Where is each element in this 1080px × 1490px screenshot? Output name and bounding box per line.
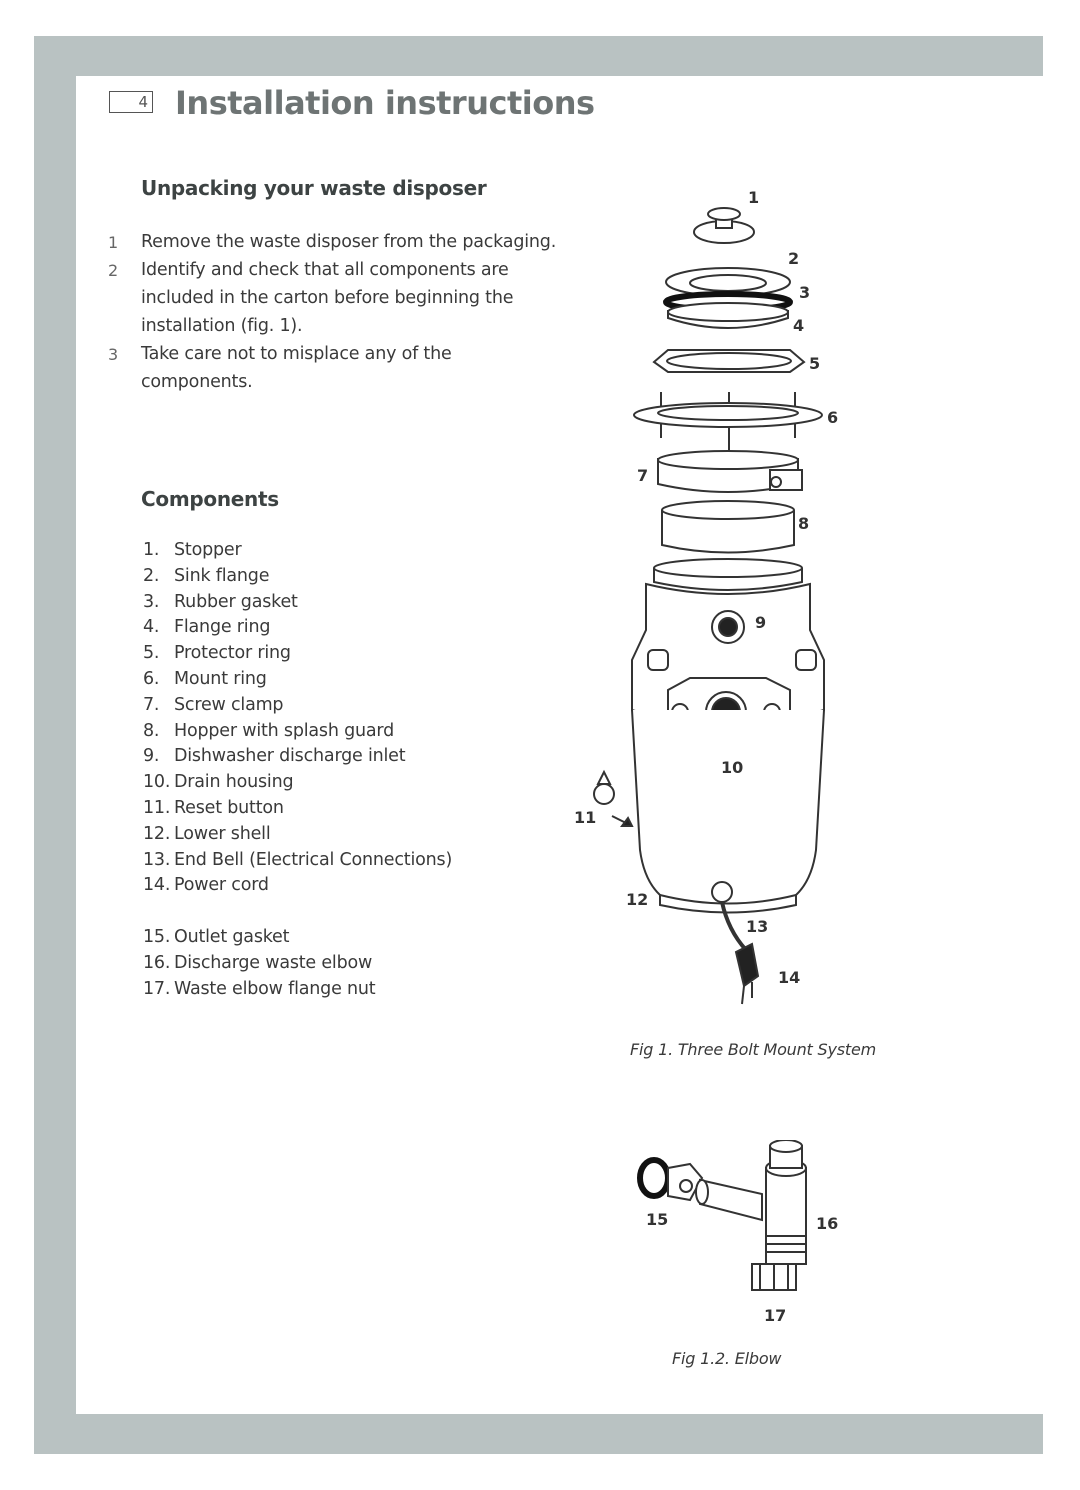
item-number: 12.: [143, 823, 171, 844]
item-number: 17.: [143, 978, 171, 999]
list-item: 11.Reset button: [143, 796, 523, 822]
item-number: 7.: [143, 694, 160, 715]
list-item: 17.Waste elbow flange nut: [143, 977, 523, 1003]
list-item: 15.Outlet gasket: [143, 925, 523, 951]
item-number: 11.: [143, 797, 171, 818]
figure-1-caption: Fig 1. Three Bolt Mount System: [630, 1040, 876, 1059]
step-text: Take care not to misplace any of the com…: [141, 344, 452, 392]
callout-15: 15: [646, 1210, 669, 1229]
list-item: 2. Sink flange: [143, 564, 523, 590]
item-label: Power cord: [174, 875, 269, 896]
item-number: 6.: [143, 668, 160, 689]
item-number: 8.: [143, 720, 160, 741]
callout-10: 10: [721, 758, 744, 777]
figure-2-caption: Fig 1.2. Elbow: [672, 1349, 782, 1368]
item-label: Flange ring: [174, 617, 271, 638]
item-number: 13.: [143, 849, 171, 870]
list-item: 12.Lower shell: [143, 822, 523, 848]
list-item: 1. Stopper: [143, 538, 523, 564]
item-number: 2.: [143, 565, 160, 586]
three-bolt-mount-diagram: [593, 207, 825, 1005]
item-label: Rubber gasket: [174, 591, 298, 612]
item-number: 14.: [143, 875, 171, 896]
callout-4: 4: [793, 316, 805, 335]
item-number: 16.: [143, 952, 171, 973]
item-number: 15.: [143, 927, 171, 948]
callout-3: 3: [799, 283, 811, 302]
item-label: Discharge waste elbow: [174, 952, 373, 973]
step-number: 2: [108, 261, 119, 280]
callout-13: 13: [746, 917, 769, 936]
callout-7: 7: [637, 466, 649, 485]
item-number: 9.: [143, 746, 160, 767]
item-label: Sink flange: [174, 565, 270, 586]
unpacking-heading: Unpacking your waste disposer: [141, 176, 487, 200]
list-item: 8. Hopper with splash guard: [143, 719, 523, 745]
list-item: 16.Discharge waste elbow: [143, 951, 523, 977]
item-label: Protector ring: [174, 643, 291, 664]
callout-8: 8: [798, 514, 810, 533]
step-text: Remove the waste disposer from the packa…: [141, 232, 557, 252]
step-number: 3: [108, 345, 119, 364]
list-item: 6. Mount ring: [143, 667, 523, 693]
callout-17: 17: [764, 1306, 787, 1325]
item-number: 4.: [143, 617, 160, 638]
page-sheet: [76, 76, 1043, 1414]
list-item: 5. Protector ring: [143, 641, 523, 667]
step-number: 1: [108, 233, 119, 252]
item-label: Hopper with splash guard: [174, 720, 394, 741]
callout-14: 14: [778, 968, 801, 987]
item-label: End Bell (Electrical Connections): [174, 849, 453, 870]
callout-11: 11: [574, 808, 597, 827]
list-item: 14.Power cord: [143, 873, 523, 899]
page-title: Installation instructions: [175, 84, 595, 122]
list-item: 4. Flange ring: [143, 615, 523, 641]
step-text: Identify and check that all components a…: [141, 260, 514, 336]
list-item: 7. Screw clamp: [143, 693, 523, 719]
callout-9: 9: [755, 613, 767, 632]
callout-1: 1: [748, 188, 760, 207]
callout-12: 12: [626, 890, 649, 909]
item-label: Dishwasher discharge inlet: [174, 746, 406, 767]
elbow-diagram: [637, 1140, 807, 1291]
page-number: 4: [138, 93, 148, 111]
item-label: Stopper: [174, 540, 242, 560]
list-item: 3. Rubber gasket: [143, 590, 523, 616]
callout-2: 2: [788, 249, 800, 268]
list-item: 10.Drain housing: [143, 770, 523, 796]
item-label: Waste elbow flange nut: [174, 978, 376, 999]
item-label: Screw clamp: [174, 694, 284, 715]
item-label: Lower shell: [174, 823, 271, 844]
callout-6: 6: [827, 408, 839, 427]
item-label: Outlet gasket: [174, 927, 290, 948]
callout-16: 16: [816, 1214, 839, 1233]
item-number: 10.: [143, 772, 171, 793]
list-item: 13.End Bell (Electrical Connections): [143, 848, 523, 874]
components-list: 1.Stopper 2.Sink flange 3.Rubber gasket …: [143, 538, 523, 1003]
item-number: 3.: [143, 591, 160, 612]
list-item: 9. Dishwasher discharge inlet: [143, 744, 523, 770]
item-label: Drain housing: [174, 772, 294, 793]
item-number: 1.: [143, 540, 160, 560]
page-number-box: 4: [109, 91, 153, 113]
components-heading: Components: [141, 487, 279, 511]
callout-5: 5: [809, 354, 821, 373]
item-number: 5.: [143, 643, 160, 664]
item-label: Reset button: [174, 797, 284, 818]
item-label: Mount ring: [174, 668, 267, 689]
